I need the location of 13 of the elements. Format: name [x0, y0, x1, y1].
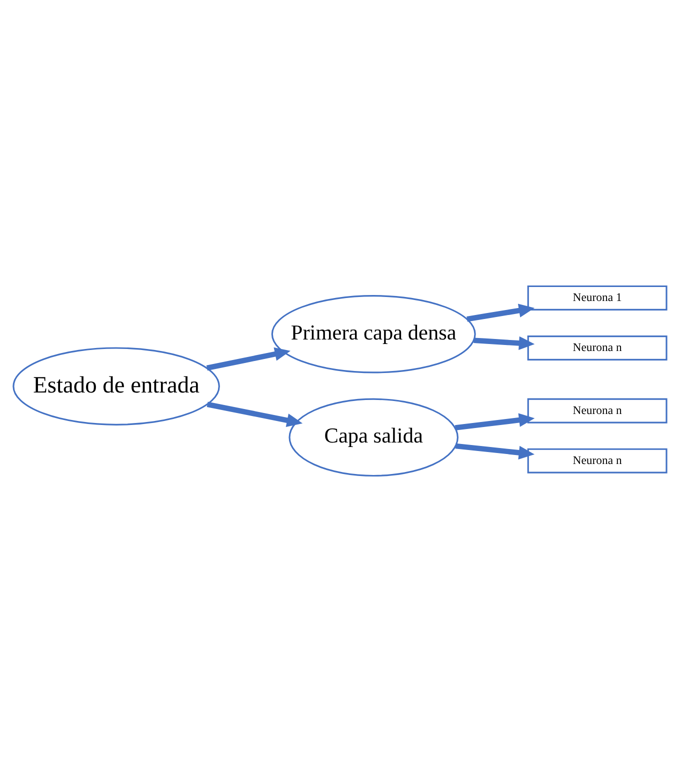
node-ellipse: Capa salida	[288, 398, 458, 477]
node-box: Neurona n	[527, 398, 668, 424]
arrow	[206, 402, 303, 428]
node-ellipse: Estado de entrada	[12, 347, 220, 426]
node-ellipse: Primera capa densa	[271, 295, 476, 374]
node-box: Neurona n	[527, 448, 668, 474]
arrow	[455, 443, 534, 460]
arrow	[206, 347, 291, 371]
arrow	[454, 413, 535, 430]
arrow	[474, 336, 535, 350]
node-box: Neurona n	[527, 336, 668, 360]
node-box: Neurona 1	[527, 285, 668, 310]
arrow	[466, 304, 535, 322]
